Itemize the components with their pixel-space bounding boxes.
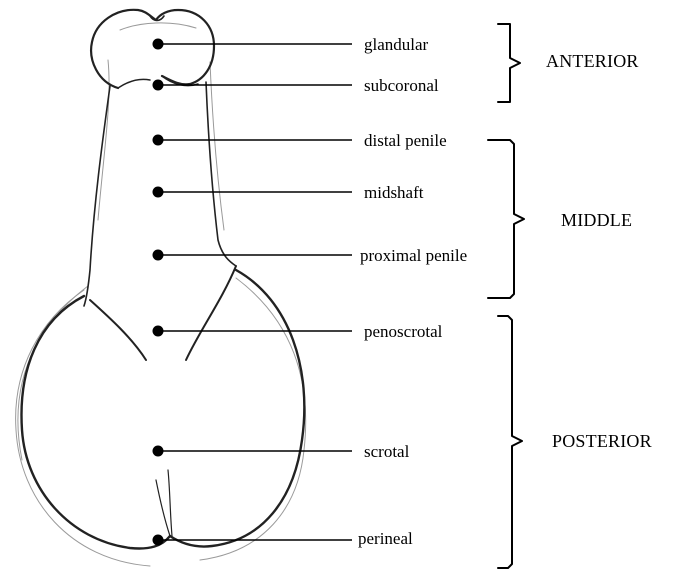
label-midshaft: midshaft xyxy=(364,183,424,202)
label-perineal: perineal xyxy=(358,529,413,548)
sketch-shading xyxy=(15,22,307,567)
dot-midshaft xyxy=(152,186,164,198)
bracket-posterior xyxy=(497,315,523,569)
label-subcoronal: subcoronal xyxy=(364,76,439,95)
sketch-outline xyxy=(20,8,306,550)
label-scrotal: scrotal xyxy=(364,442,410,461)
label-glandular: glandular xyxy=(364,35,429,54)
group-brackets xyxy=(487,23,525,569)
bracket-middle xyxy=(487,139,525,299)
dot-perineal xyxy=(152,534,164,546)
dot-distal-penile xyxy=(152,134,164,146)
site-dots xyxy=(152,38,164,546)
group-label-middle: MIDDLE xyxy=(561,210,633,230)
group-label-anterior: ANTERIOR xyxy=(546,51,639,71)
leader-lines xyxy=(158,43,352,541)
dot-glandular xyxy=(152,38,164,50)
dot-penoscrotal xyxy=(152,325,164,337)
dot-scrotal xyxy=(152,445,164,457)
bracket-anterior xyxy=(497,23,521,103)
dot-proximal-penile xyxy=(152,249,164,261)
group-label-posterior: POSTERIOR xyxy=(552,431,652,451)
dot-subcoronal xyxy=(152,79,164,91)
label-distal-penile: distal penile xyxy=(364,131,447,150)
label-penoscrotal: penoscrotal xyxy=(364,322,443,341)
label-proximal-penile: proximal penile xyxy=(360,246,468,265)
